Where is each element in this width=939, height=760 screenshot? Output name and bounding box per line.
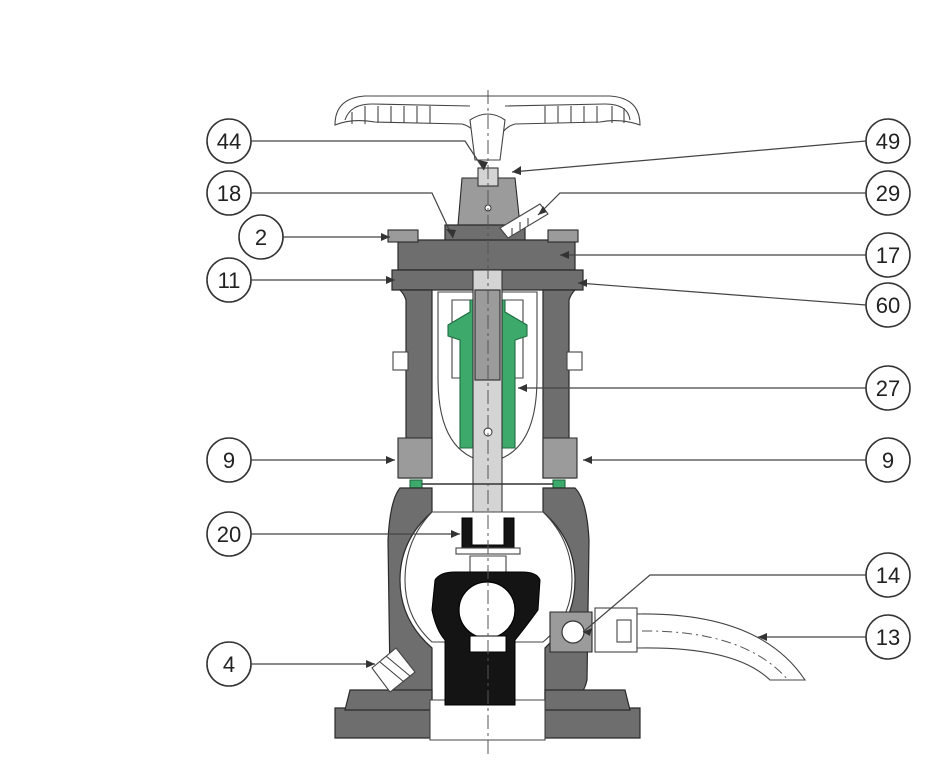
leader-lines-right bbox=[511, 140, 867, 638]
callout-18: 18 bbox=[206, 170, 252, 216]
callout-44: 44 bbox=[206, 118, 252, 164]
callout-4: 4 bbox=[206, 641, 252, 687]
callout-60: 60 bbox=[865, 282, 911, 328]
callout-13: 13 bbox=[865, 614, 911, 660]
callout-2: 2 bbox=[238, 214, 284, 260]
callout-20: 20 bbox=[206, 511, 252, 557]
callout-label: 17 bbox=[876, 243, 900, 268]
callout-label: 18 bbox=[217, 181, 241, 206]
callout-9-left: 9 bbox=[206, 437, 252, 483]
callout-9-right: 9 bbox=[865, 437, 911, 483]
bonnet-body bbox=[392, 289, 583, 479]
callout-label: 4 bbox=[223, 652, 235, 677]
callout-label: 9 bbox=[223, 448, 235, 473]
arrowheads bbox=[366, 160, 767, 668]
callout-label: 11 bbox=[218, 268, 241, 293]
callout-29: 29 bbox=[865, 170, 911, 216]
leader-lines-left bbox=[251, 140, 485, 665]
callout-label: 27 bbox=[876, 376, 900, 401]
side-outlet bbox=[549, 607, 807, 681]
callout-label: 20 bbox=[217, 522, 241, 547]
callout-label: 2 bbox=[255, 225, 267, 250]
callout-label: 9 bbox=[882, 448, 894, 473]
callout-11: 11 bbox=[206, 257, 252, 303]
callout-49: 49 bbox=[865, 118, 911, 164]
drain-plug bbox=[371, 647, 416, 693]
callout-label: 49 bbox=[876, 129, 900, 154]
callout-17: 17 bbox=[865, 232, 911, 278]
callout-label: 60 bbox=[876, 293, 900, 318]
valve-disc bbox=[431, 571, 541, 706]
grease-fitting bbox=[499, 203, 549, 239]
callout-label: 13 bbox=[876, 625, 900, 650]
callout-label: 14 bbox=[876, 563, 900, 588]
callout-14: 14 bbox=[865, 552, 911, 598]
callout-label: 44 bbox=[217, 129, 241, 154]
callout-label: 29 bbox=[876, 181, 900, 206]
callout-27: 27 bbox=[865, 365, 911, 411]
